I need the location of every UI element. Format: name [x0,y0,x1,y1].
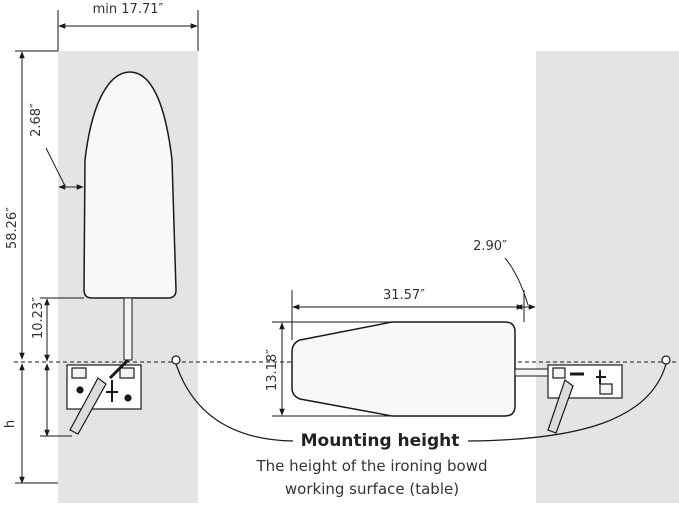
caption-line-1: The height of the ironing bowd [256,457,488,475]
right-callout-arc [467,363,667,442]
min-width-label: min 17.71″ [93,2,164,17]
caption-title: Mounting height [301,431,460,451]
mount-height-dimension [15,363,72,484]
extended-ironing-board [291,321,516,417]
left-mounting-bracket [66,355,181,435]
board-margin-label: 2.68″ [29,103,44,137]
left-callout-arc [175,363,294,442]
board-support-tube [123,297,133,361]
right-mounting-bracket [547,355,671,434]
stored-height-dimension [15,50,58,360]
board-width-dimension [272,321,392,417]
wall-gap-label: 2.90″ [473,239,507,254]
stored-height-label: 58.26″ [5,207,20,249]
right-wall-panel [536,51,679,503]
caption-line-2: working surface (table) [285,480,459,498]
board-length-label: 31.57″ [383,288,425,303]
wall-gap-dimension [504,257,536,310]
board-margin-dimension [45,147,84,190]
mount-height-label: h [3,420,18,428]
min-width-dimension [57,10,199,51]
board-width-label: 13.18″ [265,349,280,391]
lower-offset-dimension [40,297,84,362]
lower-offset-label: 10.23″ [31,297,46,339]
